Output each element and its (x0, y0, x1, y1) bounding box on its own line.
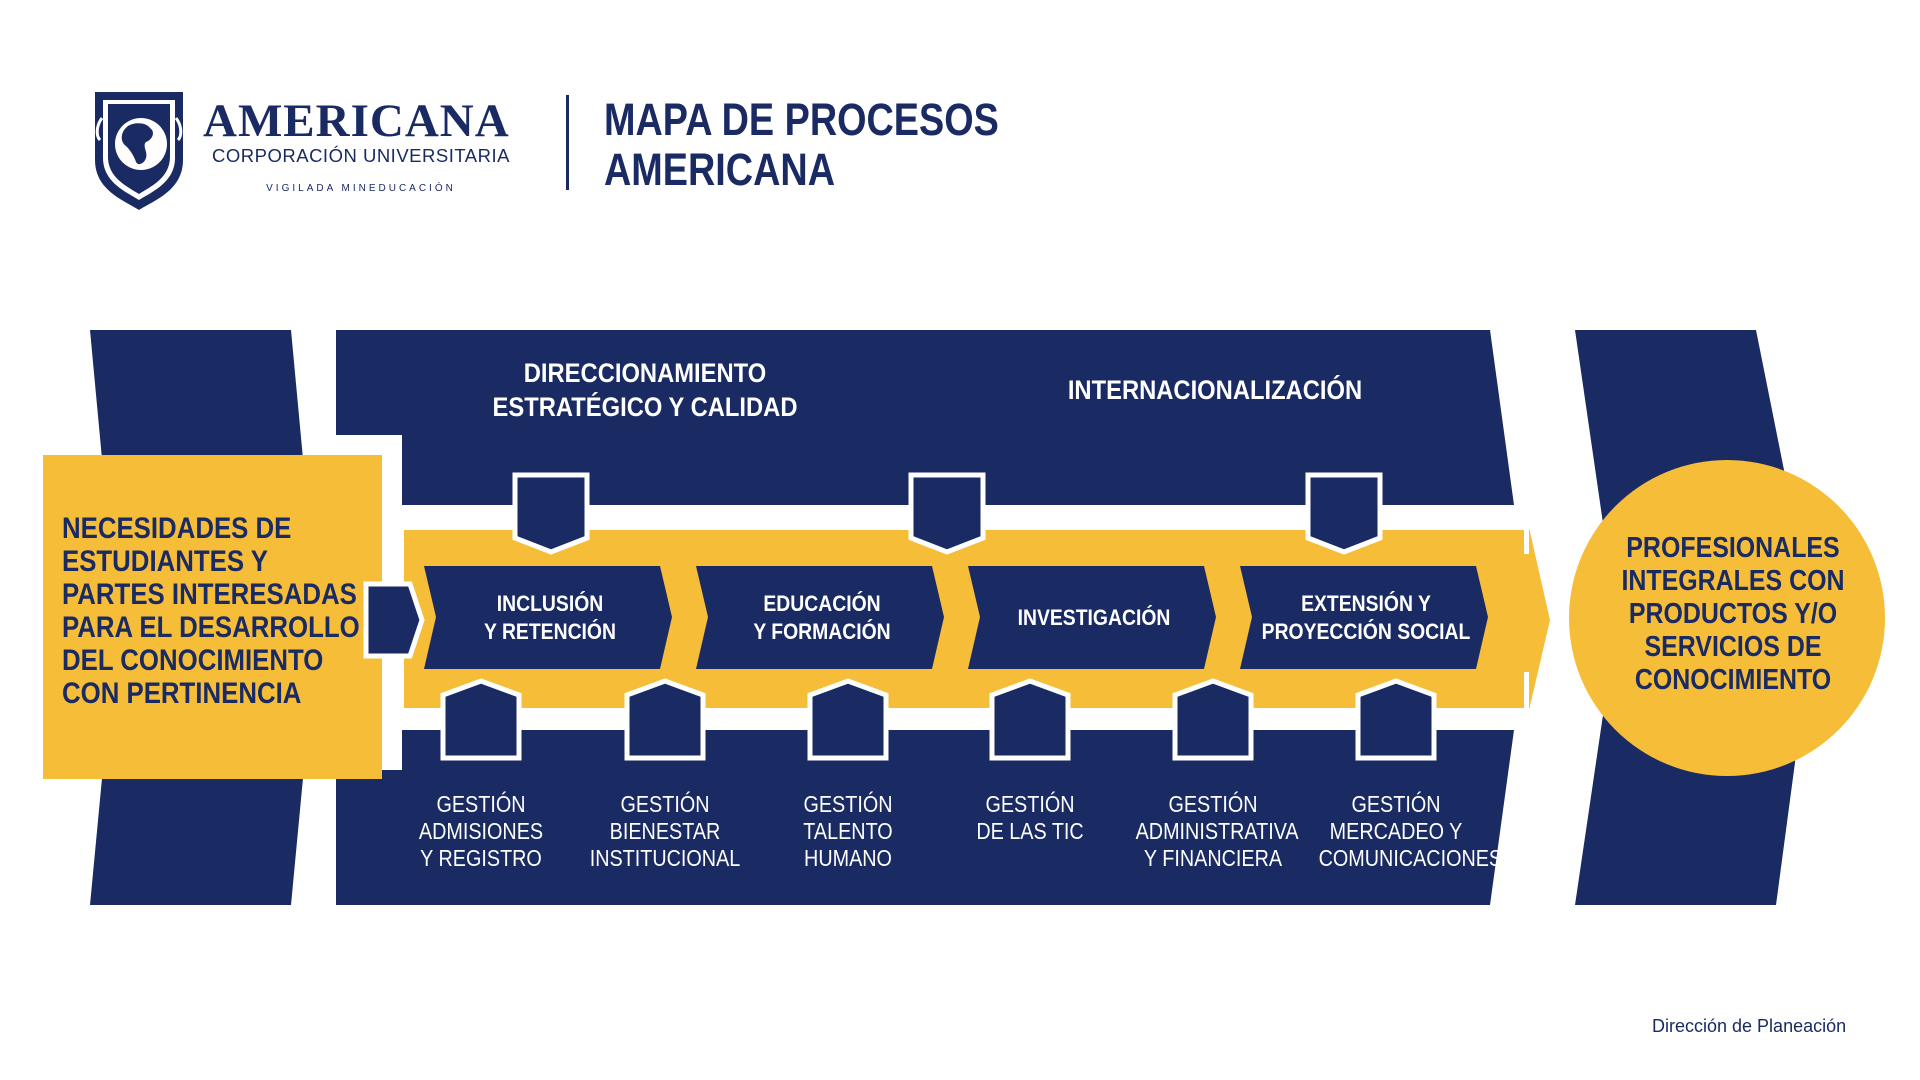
core-chevron-1 (424, 566, 672, 669)
core-process-educacion: EDUCACIÓN Y FORMACIÓN (753, 591, 891, 644)
header-divider (566, 95, 569, 190)
input-box (43, 455, 382, 779)
input-needs-text: NECESIDADES DE ESTUDIANTES Y PARTES INTE… (62, 512, 360, 710)
support-connectors (440, 678, 1437, 761)
support-process-mercadeo: GESTIÓN MERCADEO Y COMUNICACIONES (1318, 791, 1503, 871)
page-title-line1: MAPA DE PROCESOS (604, 94, 999, 145)
strategic-connectors (512, 472, 1383, 555)
input-arrow-connector (363, 581, 425, 659)
core-process-extension: EXTENSIÓN Y PROYECCIÓN SOCIAL (1261, 591, 1471, 644)
logo-vigilada: VIGILADA MINEDUCACIÓN (266, 183, 456, 194)
core-process-investigacion: INVESTIGACIÓN (1017, 605, 1171, 630)
output-circle (1569, 460, 1885, 776)
strategic-process-internacionalizacion: INTERNACIONALIZACIÓN (1067, 375, 1363, 405)
support-process-administrativa: GESTIÓN ADMINISTRATIVA Y FINANCIERA (1135, 791, 1299, 871)
footer-credit: Dirección de Planeación (1652, 1016, 1847, 1036)
core-process-inclusion: INCLUSIÓN Y RETENCIÓN (484, 591, 616, 644)
support-process-tic: GESTIÓN DE LAS TIC (976, 791, 1084, 844)
support-process-bienestar: GESTIÓN BIENESTAR INSTITUCIONAL (589, 791, 741, 871)
logo-wordmark: AMERICANA (203, 95, 510, 147)
support-process-talento: GESTIÓN TALENTO HUMANO (803, 791, 893, 871)
output-profesionales-text: PROFESIONALES INTEGRALES CON PRODUCTOS Y… (1621, 532, 1845, 696)
core-chevron-4 (1240, 566, 1488, 669)
core-chevron-2 (696, 566, 944, 669)
support-process-admisiones: GESTIÓN ADMISIONES Y REGISTRO (418, 791, 544, 871)
logo-subtitle: CORPORACIÓN UNIVERSITARIA (212, 145, 510, 166)
logo-shield-icon (95, 92, 183, 210)
page-title-line2: AMERICANA (604, 144, 835, 195)
core-chevron-3 (968, 566, 1216, 669)
core-chevrons (424, 566, 1488, 669)
strategic-process-direccionamiento: DIRECCIONAMIENTO ESTRATÉGICO Y CALIDAD (492, 358, 798, 422)
